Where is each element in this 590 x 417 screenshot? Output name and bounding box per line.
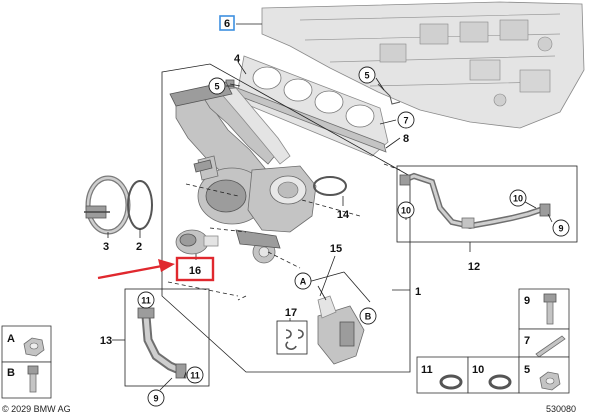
callout-5-upper-right[interactable]: 5 — [358, 66, 376, 84]
callout-11-text: 11 — [141, 296, 151, 306]
callout-9-right[interactable]: 9 — [552, 219, 570, 237]
callout-7-text: 7 — [403, 116, 408, 126]
label-14: 14 — [337, 209, 350, 221]
callout-10-right[interactable]: 10 — [509, 189, 527, 207]
callout-11-bottom[interactable]: 11 — [186, 366, 204, 384]
legend-11-cell[interactable]: 11 — [416, 356, 469, 394]
legend-9-number: 9 — [524, 295, 530, 307]
callout-11-top[interactable]: 11 — [137, 291, 155, 309]
v-band-clamp-3-illustration — [84, 175, 131, 235]
legend-10-cell[interactable]: 10 — [467, 356, 520, 394]
hollow-bolt-icon — [543, 293, 557, 325]
callout-A[interactable]: A — [294, 272, 312, 290]
label-4: 4 — [234, 53, 241, 65]
actuator-15-illustration — [317, 295, 365, 365]
stud-pin-icon — [535, 335, 566, 358]
callout-9-text: 9 — [153, 394, 158, 404]
label-1: 1 — [415, 286, 421, 298]
legend-5-cell[interactable]: 5 — [518, 356, 570, 394]
legend-A-cell[interactable]: A — [1, 325, 52, 363]
oil-line-13-frame — [124, 288, 210, 387]
oil-line-13-illustration — [137, 307, 187, 379]
callout-5-text: 5 — [364, 71, 369, 81]
gasket-ring-2-illustration — [127, 180, 153, 230]
label-13: 13 — [100, 335, 112, 347]
red-pointer-arrow — [97, 259, 175, 280]
legend-5-number: 5 — [524, 364, 530, 376]
oil-line-12-frame — [396, 165, 578, 243]
legend-B-letter: B — [7, 367, 15, 379]
gasket-ring-14-illustration — [313, 176, 347, 196]
callout-A-text: A — [300, 277, 307, 287]
callout-10-left[interactable]: 10 — [397, 201, 415, 219]
legend-9-cell[interactable]: 9 — [518, 288, 570, 330]
callout-B[interactable]: B — [359, 307, 377, 325]
diagram-number: 530080 — [546, 404, 576, 414]
vacuum-unit-16-illustration — [175, 229, 219, 255]
label-2: 2 — [136, 241, 142, 253]
callout-10-text: 10 — [401, 206, 411, 216]
callout-7[interactable]: 7 — [397, 111, 415, 129]
oil-line-12-illustration — [399, 172, 551, 230]
callout-5-text: 5 — [214, 82, 219, 92]
label-6[interactable]: 6 — [224, 18, 230, 30]
copyright-text: © 2029 BMW AG — [2, 404, 71, 414]
seal-ring-icon — [488, 374, 512, 390]
callout-B-text: B — [365, 312, 372, 322]
callout-11-text: 11 — [190, 371, 200, 381]
legend-B-cell[interactable]: B — [1, 361, 52, 399]
label-16[interactable]: 16 — [189, 265, 201, 277]
label-3: 3 — [103, 241, 109, 253]
legend-A-letter: A — [7, 333, 15, 345]
cylinder-head-illustration — [261, 1, 585, 129]
label-12: 12 — [468, 261, 480, 273]
legend-10-number: 10 — [472, 364, 484, 376]
legend-7-number: 7 — [524, 335, 530, 347]
leader-lines — [107, 23, 553, 391]
bolt-icon — [27, 365, 39, 393]
highlight-box-16 — [175, 256, 215, 282]
callout-9-text: 9 — [558, 224, 563, 234]
turbocharger-illustration — [169, 81, 317, 264]
label-15: 15 — [330, 243, 342, 255]
selected-label-6-box — [219, 15, 235, 31]
callout-9-bottom[interactable]: 9 — [147, 389, 165, 407]
legend-11-number: 11 — [421, 364, 433, 376]
callout-5-upper-left[interactable]: 5 — [208, 77, 226, 95]
seal-ring-icon — [439, 374, 463, 390]
callout-10-text: 10 — [513, 194, 523, 204]
legend-7-cell[interactable]: 7 — [518, 328, 570, 358]
clip-box-17 — [276, 320, 308, 355]
label-17: 17 — [285, 307, 297, 319]
turbocharger-group-outline — [161, 63, 411, 373]
label-8: 8 — [403, 133, 409, 145]
clips-17-illustration — [285, 329, 304, 350]
